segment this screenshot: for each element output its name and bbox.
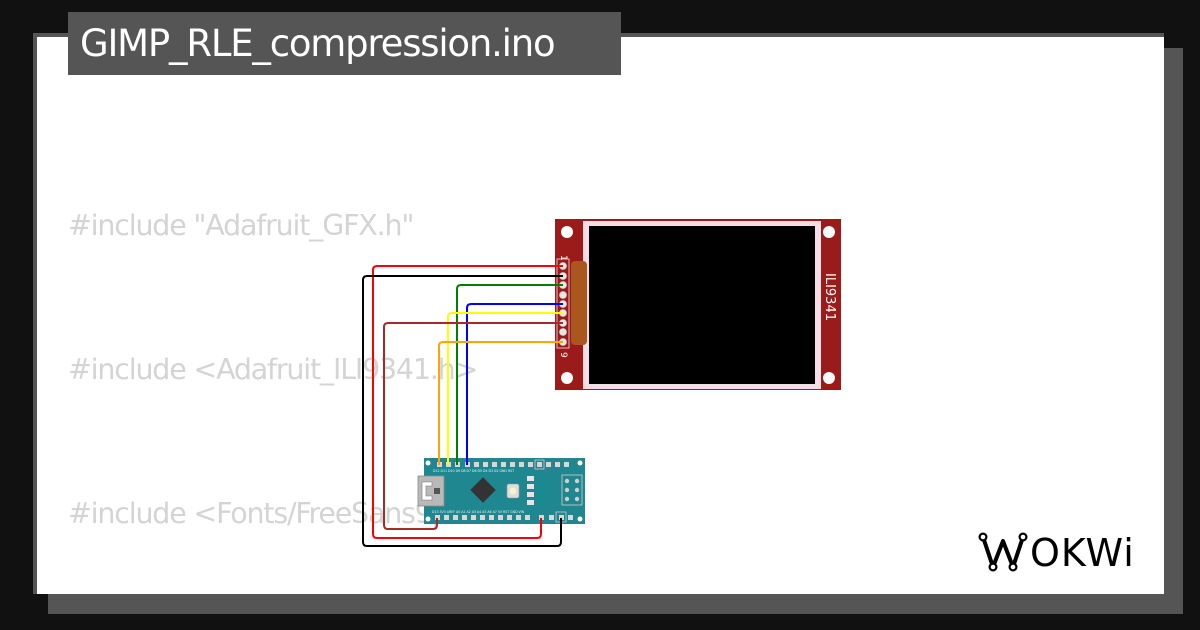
wires [362,265,563,547]
wire-orange[interactable] [438,341,563,465]
mcu-chip [470,477,496,503]
code-line: #include "Adafruit_GFX.h" [68,209,414,242]
svg-text:1: 1 [558,255,568,261]
svg-text:D13 3V3 AREF A0 A1 A2 A3 A4 A5: D13 3V3 AREF A0 A1 A2 A3 A4 A5 A6 A7 5V … [432,510,525,514]
project-filename: GIMP_RLE_compression.ino [68,12,621,75]
wire-red[interactable] [372,265,563,539]
wire-brown[interactable] [383,322,563,530]
code-preview: #include "Adafruit_GFX.h" #include <Adaf… [68,106,902,594]
arduino-nano[interactable]: D12 D11 D10 D9 D8 D7 D6 D5 D4 D3 D2 GND … [417,458,585,524]
svg-text:9: 9 [558,352,568,358]
mount-hole-icon [561,372,573,384]
display-label: ILI9341 [822,273,837,321]
wokwi-logo-text: OKWi [1030,531,1135,575]
code-line: #include <Adafruit_ILI9341.h> [68,353,478,386]
wire-blue[interactable] [466,303,563,465]
svg-text:D12 D11 D10 D9 D8 D7 D6 D5 D4: D12 D11 D10 D9 D8 D7 D6 D5 D4 D3 D2 GND … [433,469,514,473]
wokwi-logo-icon [981,535,1025,569]
led-indicators [527,476,534,505]
ili9341-display[interactable]: 1 9 ILI9341 [555,219,841,390]
display-screen [589,226,815,384]
mount-hole-icon [823,226,835,238]
nano-bottom-pins [435,515,573,520]
wokwi-logo[interactable]: OKWi [975,527,1150,575]
wire-yellow[interactable] [447,312,563,465]
wire-green[interactable] [456,284,563,465]
wire-black[interactable] [362,275,563,547]
display-ribbon [571,261,587,345]
mount-hole-icon [561,226,573,238]
mount-hole-icon [823,372,835,384]
